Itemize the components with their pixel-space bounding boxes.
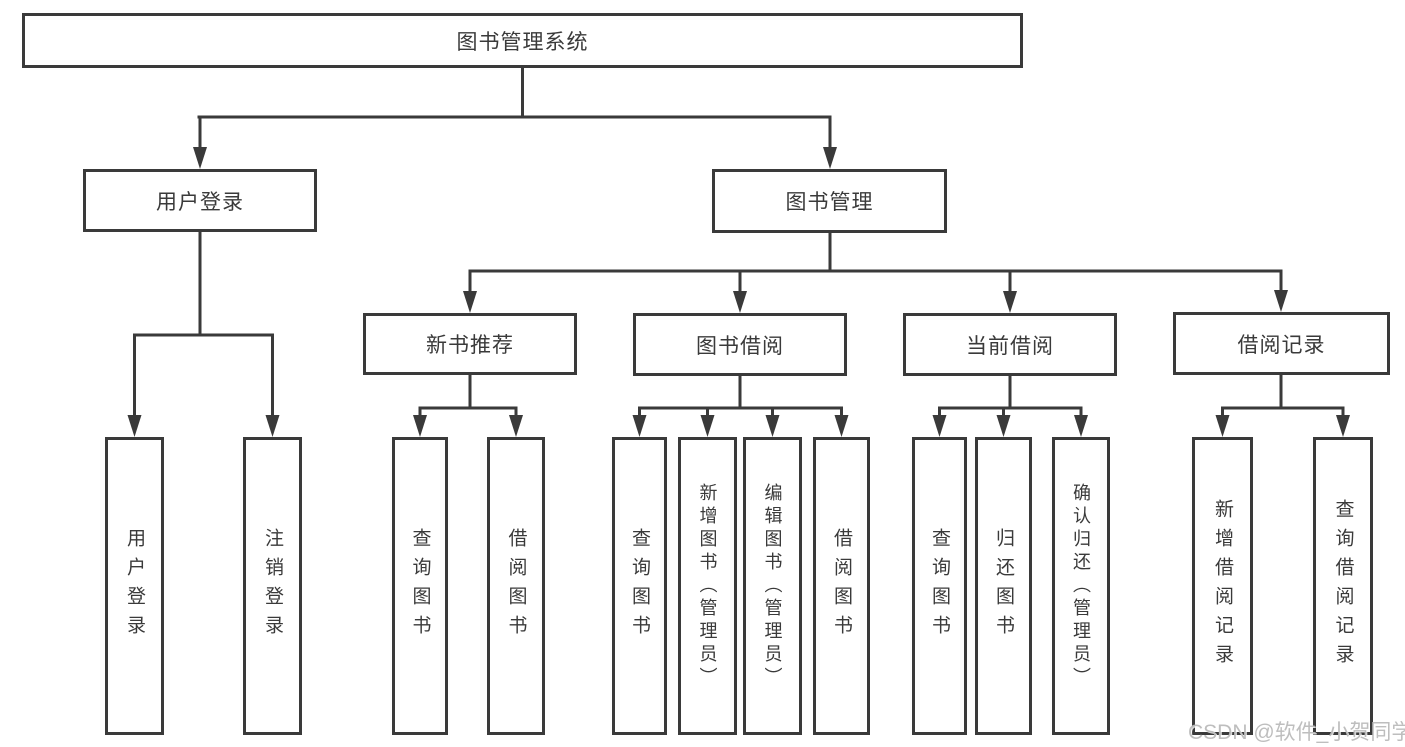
leaf-bb-add-books-admin: 新增图书（管理员） — [678, 437, 737, 735]
leaf-nbr-borrow-books: 借阅图书 — [487, 437, 545, 735]
leaf-bb-query-books: 查询图书 — [612, 437, 667, 735]
node-book-management: 图书管理 — [712, 169, 947, 233]
node-new-book-recommend: 新书推荐 — [363, 313, 577, 375]
leaf-br-add-record: 新增借阅记录 — [1192, 437, 1253, 735]
node-user-login: 用户登录 — [83, 169, 317, 232]
leaf-logout: 注销登录 — [243, 437, 302, 735]
watermark: CSDN @软件_小贺同学 — [1188, 721, 1405, 744]
node-root: 图书管理系统 — [22, 13, 1023, 68]
leaf-user-login: 用户登录 — [105, 437, 164, 735]
leaf-bb-edit-books-admin: 编辑图书（管理员） — [743, 437, 802, 735]
leaf-cb-return-books: 归还图书 — [975, 437, 1032, 735]
node-borrow-records: 借阅记录 — [1173, 312, 1390, 375]
node-book-borrow: 图书借阅 — [633, 313, 847, 376]
leaf-cb-confirm-return-admin: 确认归还（管理员） — [1052, 437, 1110, 735]
leaf-cb-query-books: 查询图书 — [912, 437, 967, 735]
leaf-br-query-record: 查询借阅记录 — [1313, 437, 1373, 735]
leaf-bb-borrow-books: 借阅图书 — [813, 437, 870, 735]
leaf-nbr-query-books: 查询图书 — [392, 437, 448, 735]
node-current-borrow: 当前借阅 — [903, 313, 1117, 376]
